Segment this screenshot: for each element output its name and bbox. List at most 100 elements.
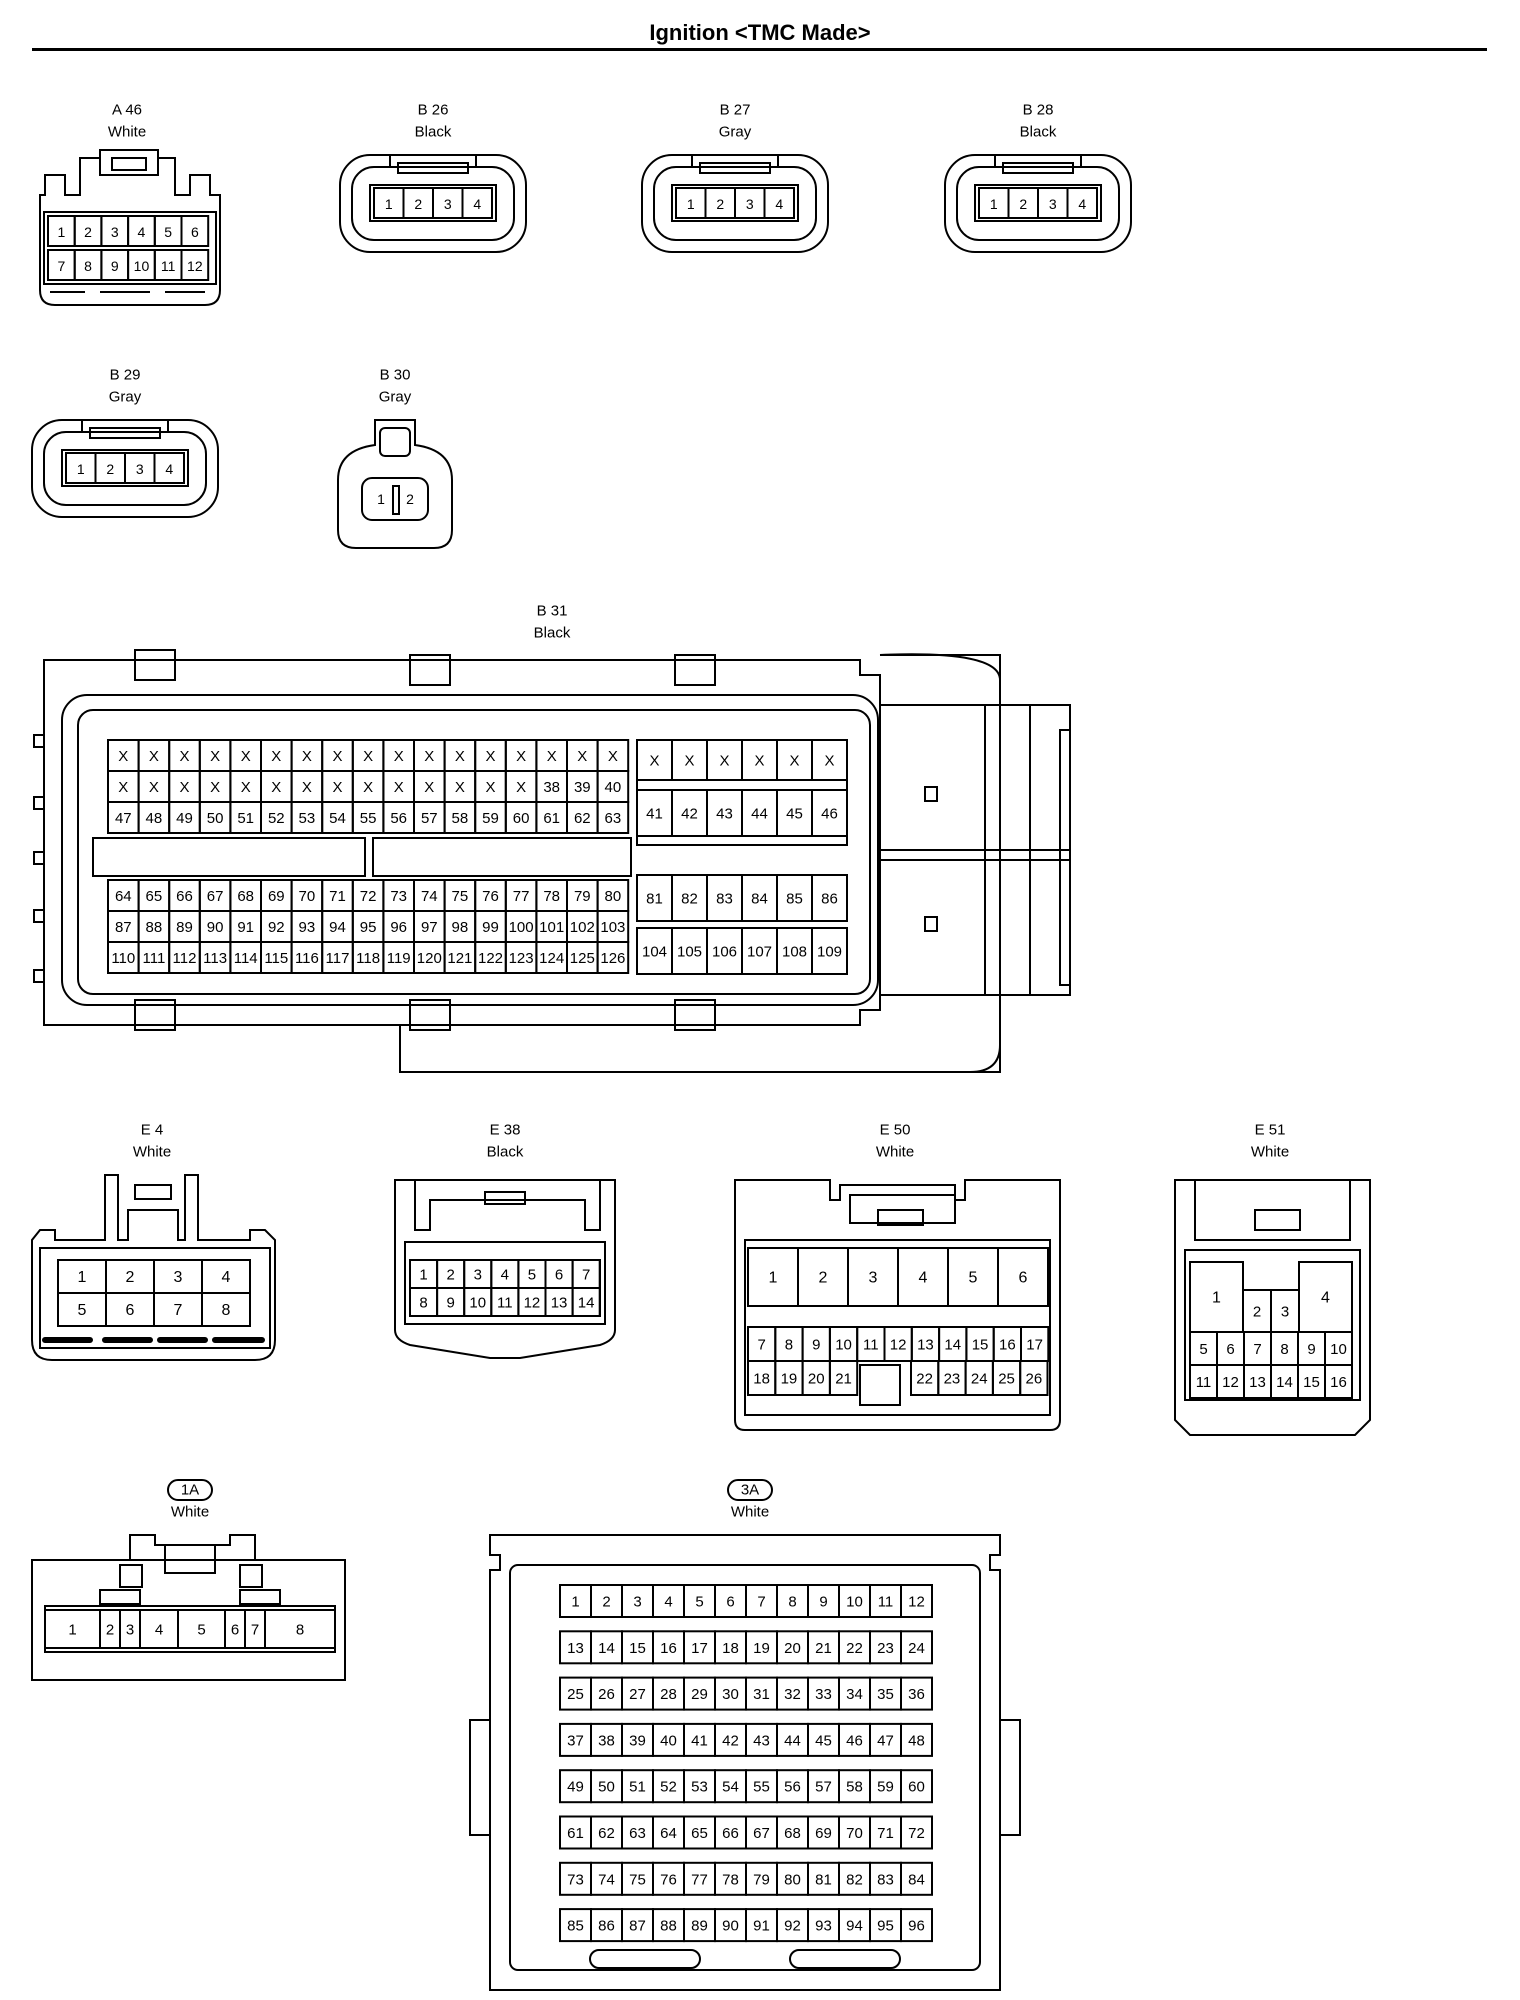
pin-number: 75 (452, 888, 469, 905)
pin-number: 12 (524, 1295, 541, 1312)
pin-number: 87 (629, 1918, 646, 1935)
pin-cell (900, 1908, 933, 1943)
pin-number: 111 (142, 950, 165, 967)
pin-number: X (485, 748, 495, 765)
pin-number: 115 (264, 950, 288, 967)
pin-number: 28 (660, 1686, 677, 1703)
latch-detail (119, 1564, 143, 1588)
latch-tab (1254, 1209, 1301, 1231)
pin-number: 59 (482, 810, 499, 827)
pin-number: 4 (155, 1622, 163, 1639)
pin-number: 9 (1307, 1341, 1315, 1358)
connector-rear-curve (879, 653, 1001, 1073)
connector-id: E 51 (1255, 1122, 1286, 1139)
pin-number: 12 (187, 258, 203, 274)
pin-number: 52 (268, 810, 285, 827)
pin-number: 6 (726, 1594, 734, 1611)
pin-number: 4 (222, 1269, 231, 1286)
connector-latch (691, 155, 779, 167)
pin-number: 36 (908, 1686, 925, 1703)
latch-tab (164, 1544, 216, 1574)
pin-number: 1 (571, 1594, 579, 1611)
pin-number: 124 (539, 950, 564, 967)
pin-number: 93 (815, 1918, 832, 1935)
pin-number: 5 (969, 1270, 978, 1287)
pin-number: 43 (753, 1732, 770, 1749)
pin-number: 1 (77, 461, 85, 477)
pin-number: 125 (570, 950, 595, 967)
pin-number: 49 (567, 1779, 584, 1796)
pin-number: X (684, 753, 694, 770)
pin-number: 67 (207, 888, 224, 905)
clip (674, 654, 716, 686)
connector-housing (1174, 1179, 1371, 1436)
latch-tab (699, 162, 771, 174)
pin-number: 3 (126, 1622, 134, 1639)
connector-slot (589, 1949, 701, 1969)
pin-number: 4 (919, 1270, 928, 1287)
pin-number: 8 (222, 1302, 231, 1319)
pin-number: 79 (574, 888, 591, 905)
pin-number: 99 (482, 919, 499, 936)
pin-number: X (516, 779, 526, 796)
pin-number: 98 (452, 919, 469, 936)
connector-id: E 50 (880, 1122, 911, 1139)
pin-number: 2 (106, 1622, 114, 1639)
connector-housing (31, 1559, 346, 1681)
divider-bar (372, 837, 632, 877)
pin-number: 81 (646, 891, 663, 908)
connector-latch (994, 155, 1082, 167)
pin-number: 87 (115, 919, 132, 936)
pin-number: 50 (207, 810, 224, 827)
pin-number: 5 (695, 1594, 703, 1611)
pin-number: 1 (377, 491, 385, 507)
page-title: Ignition <TMC Made> (649, 20, 871, 45)
pin-number: 20 (808, 1371, 825, 1388)
pin-number: 96 (908, 1918, 925, 1935)
pin-number: 1 (385, 196, 393, 212)
pin-cell (596, 801, 630, 834)
pin-number: 103 (600, 919, 625, 936)
pin-number: 81 (815, 1871, 832, 1888)
pin-number: 25 (567, 1686, 584, 1703)
pin-number: 3 (633, 1594, 641, 1611)
pin-number: 61 (567, 1825, 584, 1842)
pin-number: 2 (106, 461, 114, 477)
pin-number: 49 (176, 810, 193, 827)
pin-number: 68 (784, 1825, 801, 1842)
pin-cell (900, 1676, 933, 1711)
latch-tab (849, 1194, 956, 1224)
connector-slot (789, 1949, 901, 1969)
pin-number: X (455, 779, 465, 796)
pin-number: X (455, 748, 465, 765)
pin-number: 60 (513, 810, 530, 827)
pin-number: 12 (1222, 1374, 1239, 1391)
pin-cell (571, 1287, 601, 1317)
pin-number: 68 (237, 888, 254, 905)
pin-number: 55 (360, 810, 377, 827)
connector-housing (31, 1174, 276, 1361)
lever-window (924, 786, 938, 802)
pin-number: 29 (691, 1686, 708, 1703)
pin-number: 69 (268, 888, 285, 905)
pin-number: X (179, 779, 189, 796)
connector-color: White (1251, 1144, 1289, 1161)
pin-number: 13 (917, 1337, 934, 1354)
pin-number: 41 (646, 806, 663, 823)
pin-cell (900, 1584, 933, 1618)
pin-number: 71 (877, 1825, 894, 1842)
pin-number: X (332, 779, 342, 796)
pin-cell (596, 941, 630, 974)
pin-number: X (363, 779, 373, 796)
pin-number: 106 (712, 944, 737, 961)
pin-number: 12 (890, 1337, 907, 1354)
pin-number: 6 (1226, 1341, 1234, 1358)
pin-number: 60 (908, 1779, 925, 1796)
pin-number: 8 (84, 258, 92, 274)
pin-cell (180, 215, 210, 247)
pin-number: 101 (539, 919, 564, 936)
pin-number: 8 (1280, 1341, 1288, 1358)
pin-number: 19 (753, 1640, 770, 1657)
pin-number: 42 (681, 806, 698, 823)
pin-number: 48 (908, 1732, 925, 1749)
